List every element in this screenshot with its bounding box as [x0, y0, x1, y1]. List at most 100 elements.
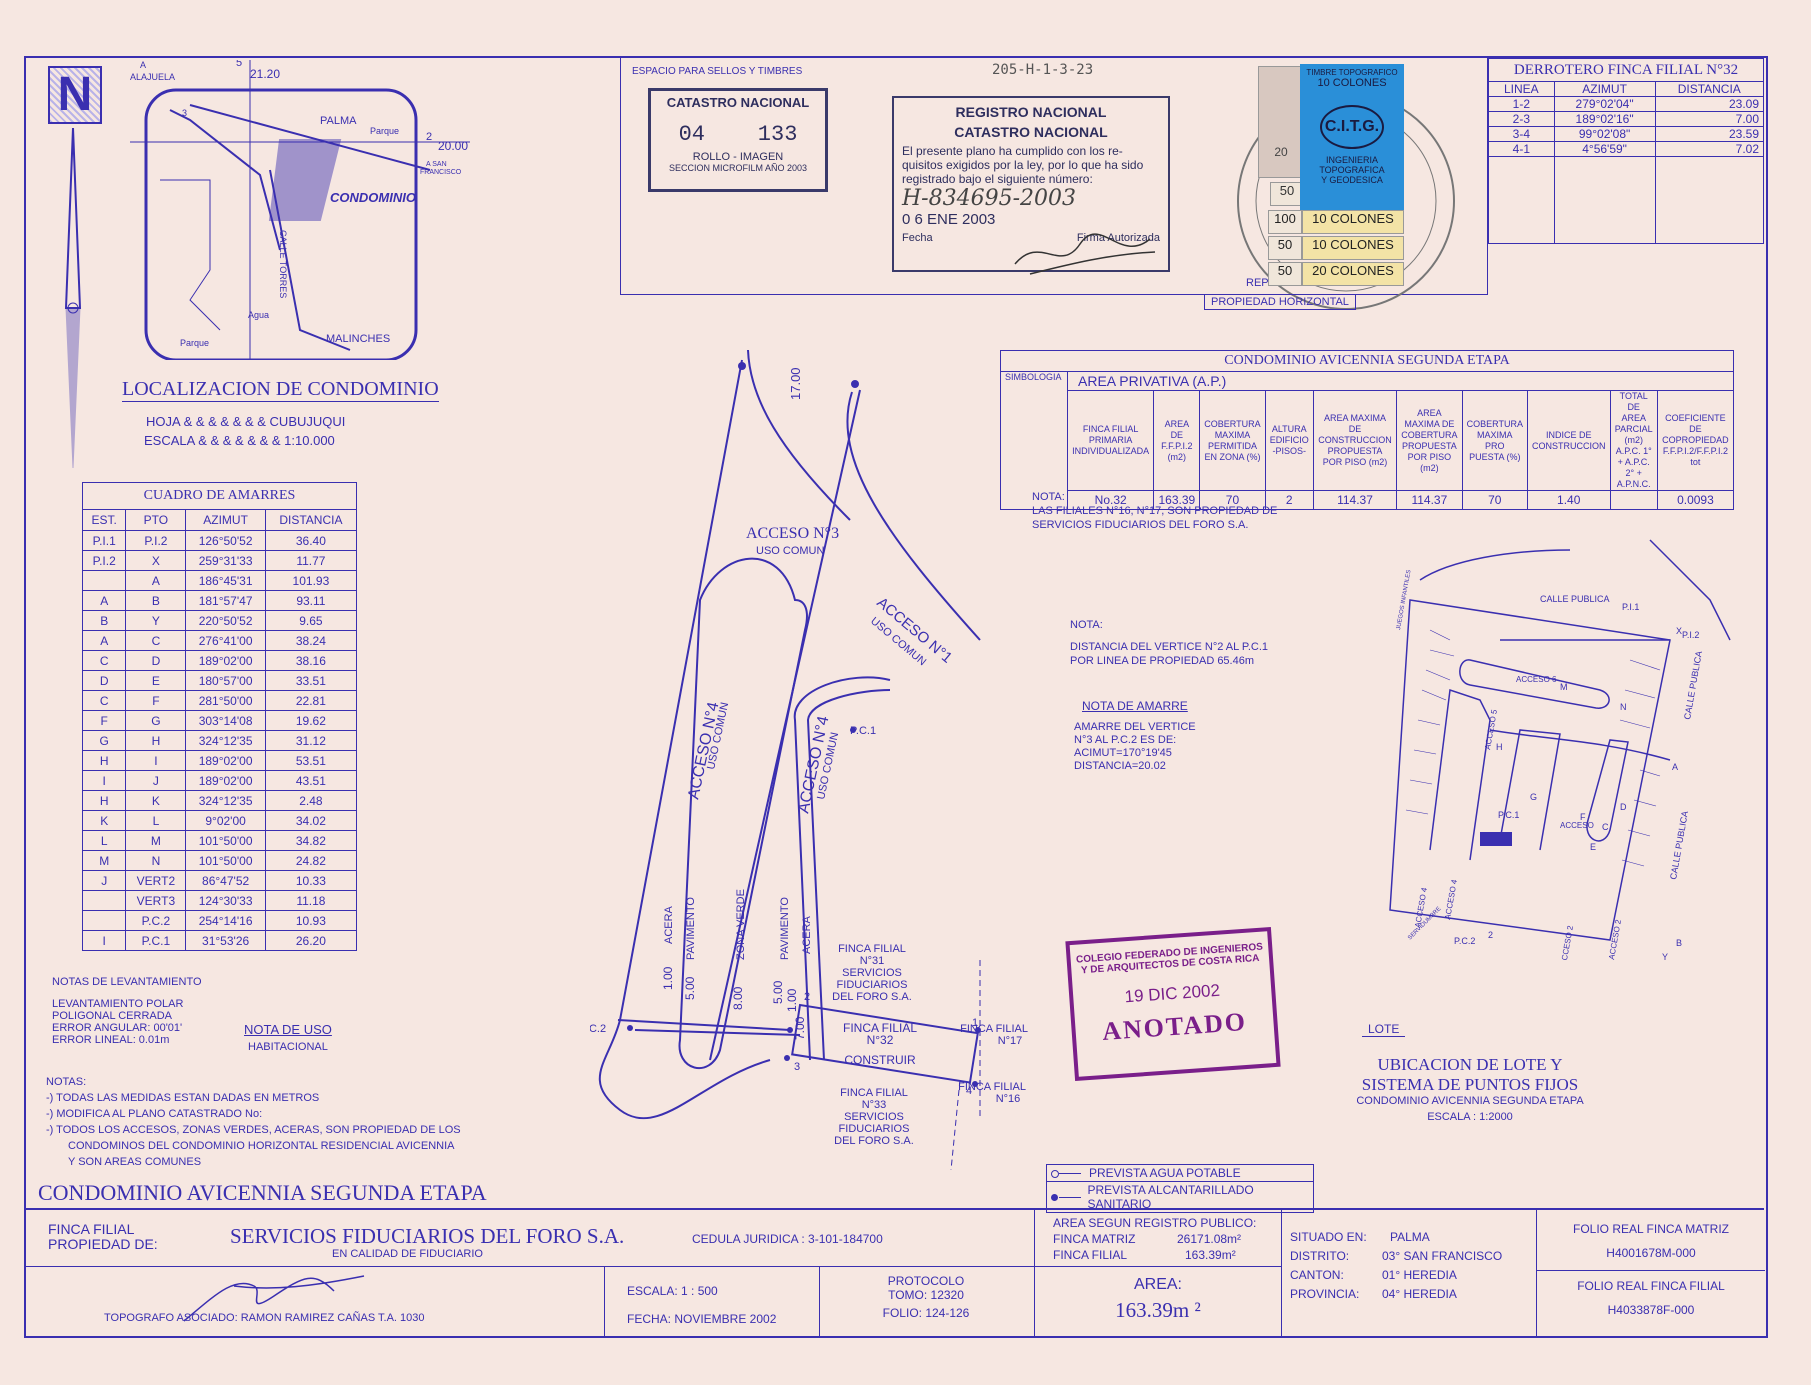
- amarre-cell: M: [81, 850, 127, 871]
- amarre-cell: VERT3: [125, 890, 187, 911]
- notas-lev-title: NOTAS DE LEVANTAMIENTO: [52, 976, 202, 988]
- legend-agua: PREVISTA AGUA POTABLE: [1047, 1165, 1313, 1182]
- ub-a: A: [1672, 762, 1678, 772]
- nota-filiales-text1: LAS FILIALES N°16, N°17, SON PROPIEDAD D…: [1032, 505, 1278, 517]
- map-label-parque1: Parque: [370, 126, 399, 136]
- amarre-cell: 180°57'00: [185, 670, 266, 691]
- catastro-title: CATASTRO NACIONAL: [666, 95, 810, 110]
- protocolo-cell: PROTOCOLO TOMO: 12320 FOLIO: 124-126: [818, 1266, 1034, 1336]
- ub-calle-publica3: CALLE PUBLICA: [1668, 810, 1690, 880]
- finca-matriz-label: FINCA MATRIZ: [1053, 1232, 1136, 1246]
- amarre-cell: D: [125, 650, 187, 671]
- derrotero-cell: 4-1: [1488, 141, 1555, 157]
- plan-dim-500a: 5.00: [683, 976, 697, 1000]
- nota-filiales-text2: SERVICIOS FIDUCIARIOS DEL FORO S.A.: [1032, 519, 1249, 531]
- amarre-cell: 189°02'00: [185, 650, 266, 671]
- condo-value-cell: [1609, 490, 1658, 510]
- amarre-cell: M: [125, 830, 187, 851]
- plan-dim-500b: 5.00: [771, 980, 785, 1004]
- ff31-line: FIDUCIARIOS: [837, 979, 908, 991]
- nota-amarre-title: NOTA DE AMARRE: [1082, 699, 1188, 713]
- plan-dim-800: 8.00: [731, 986, 745, 1010]
- cfia-stamp: COLEGIO FEDERADO DE INGENIEROS Y DE ARQU…: [1065, 926, 1281, 1082]
- ub-acceso6: ACCESO 6: [1516, 675, 1557, 684]
- folio-filial-label: FOLIO REAL FINCA FILIAL: [1577, 1279, 1725, 1293]
- plan-acera1: ACERA: [663, 905, 675, 944]
- amarre-cell: 34.02: [264, 810, 358, 831]
- situado-value: PALMA: [1390, 1230, 1430, 1244]
- ub-e: E: [1590, 842, 1596, 852]
- ff17-line: FINCA FILIAL: [960, 1023, 1028, 1035]
- condo-value-cell: 0.0093: [1656, 490, 1735, 510]
- amarre-cell: 181°57'47: [185, 590, 266, 611]
- amarre-cell: 26.20: [264, 930, 358, 951]
- north-letter: N: [57, 68, 93, 121]
- condo-header-cell: COBERTURA MAXIMA PERMITIDA EN ZONA (%): [1199, 390, 1266, 491]
- amarre-cell: 11.77: [264, 550, 358, 571]
- amarre-cell: P.C.2: [125, 910, 187, 931]
- ub-pc1: P.C.1: [1498, 810, 1519, 820]
- folio-matriz-label: FOLIO REAL FINCA MATRIZ: [1572, 1222, 1730, 1236]
- amarre-cell: 101°50'00: [185, 830, 266, 851]
- ubicacion-caption: UBICACION DE LOTE Y SISTEMA DE PUNTOS FI…: [1340, 1055, 1600, 1123]
- legend-agua-label: PREVISTA AGUA POTABLE: [1089, 1166, 1241, 1180]
- ub-calle-publica2: CALLE PUBLICA: [1682, 650, 1704, 720]
- amarre-cell: A: [81, 590, 127, 611]
- canton-value: 01° HEREDIA: [1382, 1268, 1457, 1282]
- map-label-agua: Agua: [248, 310, 269, 320]
- amarre-cell: 186°45'31: [185, 570, 266, 591]
- area-divider: [1035, 1266, 1281, 1267]
- derrotero-cell: 2-3: [1488, 111, 1555, 127]
- amarre-cell: 126°50'52: [185, 530, 266, 551]
- catastro-seccion: SECCION MICROFILM AÑO 2003: [668, 163, 808, 173]
- location-hoja: HOJA & & & & & & & CUBUJUQUI: [146, 414, 346, 429]
- amarre-cell: 38.16: [264, 650, 358, 671]
- derrotero-col-azimut: AZIMUT: [1553, 81, 1656, 97]
- map-label-alajuela: ALAJUELA: [130, 72, 175, 82]
- amarre-cell: C: [81, 690, 127, 711]
- amarre-cell: G: [125, 710, 187, 731]
- condo-value-cell: 70: [1461, 490, 1528, 510]
- amarre-cell: B: [81, 610, 127, 631]
- area-privativa: AREA PRIVATIVA (A.P.): [1067, 371, 1734, 391]
- folio-cell: FOLIO REAL FINCA MATRIZ H4001678M-000 FO…: [1536, 1210, 1765, 1336]
- col-pto: PTO: [125, 509, 187, 531]
- map-label-a: A: [140, 60, 146, 70]
- amarre-cell: G: [81, 730, 127, 751]
- timbre-ing2: TOPOGRAFICA: [1319, 165, 1385, 175]
- amarre-cell: C: [81, 650, 127, 671]
- registro-title1: REGISTRO NACIONAL: [955, 104, 1107, 120]
- notas-lev-line: LEVANTAMIENTO POLAR: [52, 998, 184, 1010]
- amarre-cell: J: [125, 770, 187, 791]
- amarre-cell: I: [81, 930, 127, 951]
- north-letter-box: N: [48, 66, 102, 124]
- registro-date: 0 6 ENE 2003: [902, 211, 996, 228]
- derrotero-col-linea: LINEA: [1488, 81, 1555, 97]
- notas-lev-line: ERROR ANGULAR: 00'01': [52, 1022, 183, 1034]
- derrotero-table: DERROTERO FINCA FILIAL N°32 LINEA AZIMUT…: [1488, 58, 1764, 244]
- amarre-cell: D: [81, 670, 127, 691]
- nota-uso-value: HABITACIONAL: [248, 1041, 328, 1053]
- ff31-line: SERVICIOS: [842, 967, 902, 979]
- catastro-rollo: ROLLO - IMAGEN: [692, 151, 784, 163]
- amarre-cell: 19.62: [264, 710, 358, 731]
- ff17-line: N°17: [998, 1035, 1023, 1047]
- plan-vertex-1: 1: [972, 1017, 978, 1029]
- fecha: FECHA: NOVIEMBRE 2002: [627, 1312, 777, 1326]
- main-title: CONDOMINIO AVICENNIA SEGUNDA ETAPA: [38, 1180, 487, 1205]
- amarre-cell: X: [125, 550, 187, 571]
- timbre-top: TIMBRE TOPOGRAFICO: [1306, 68, 1398, 77]
- amarre-cell: 189°02'00: [185, 750, 266, 771]
- amarre-cell: L: [81, 830, 127, 851]
- map-label-parque2: Parque: [180, 338, 209, 348]
- finca-filial-area-label: FINCA FILIAL: [1053, 1248, 1128, 1262]
